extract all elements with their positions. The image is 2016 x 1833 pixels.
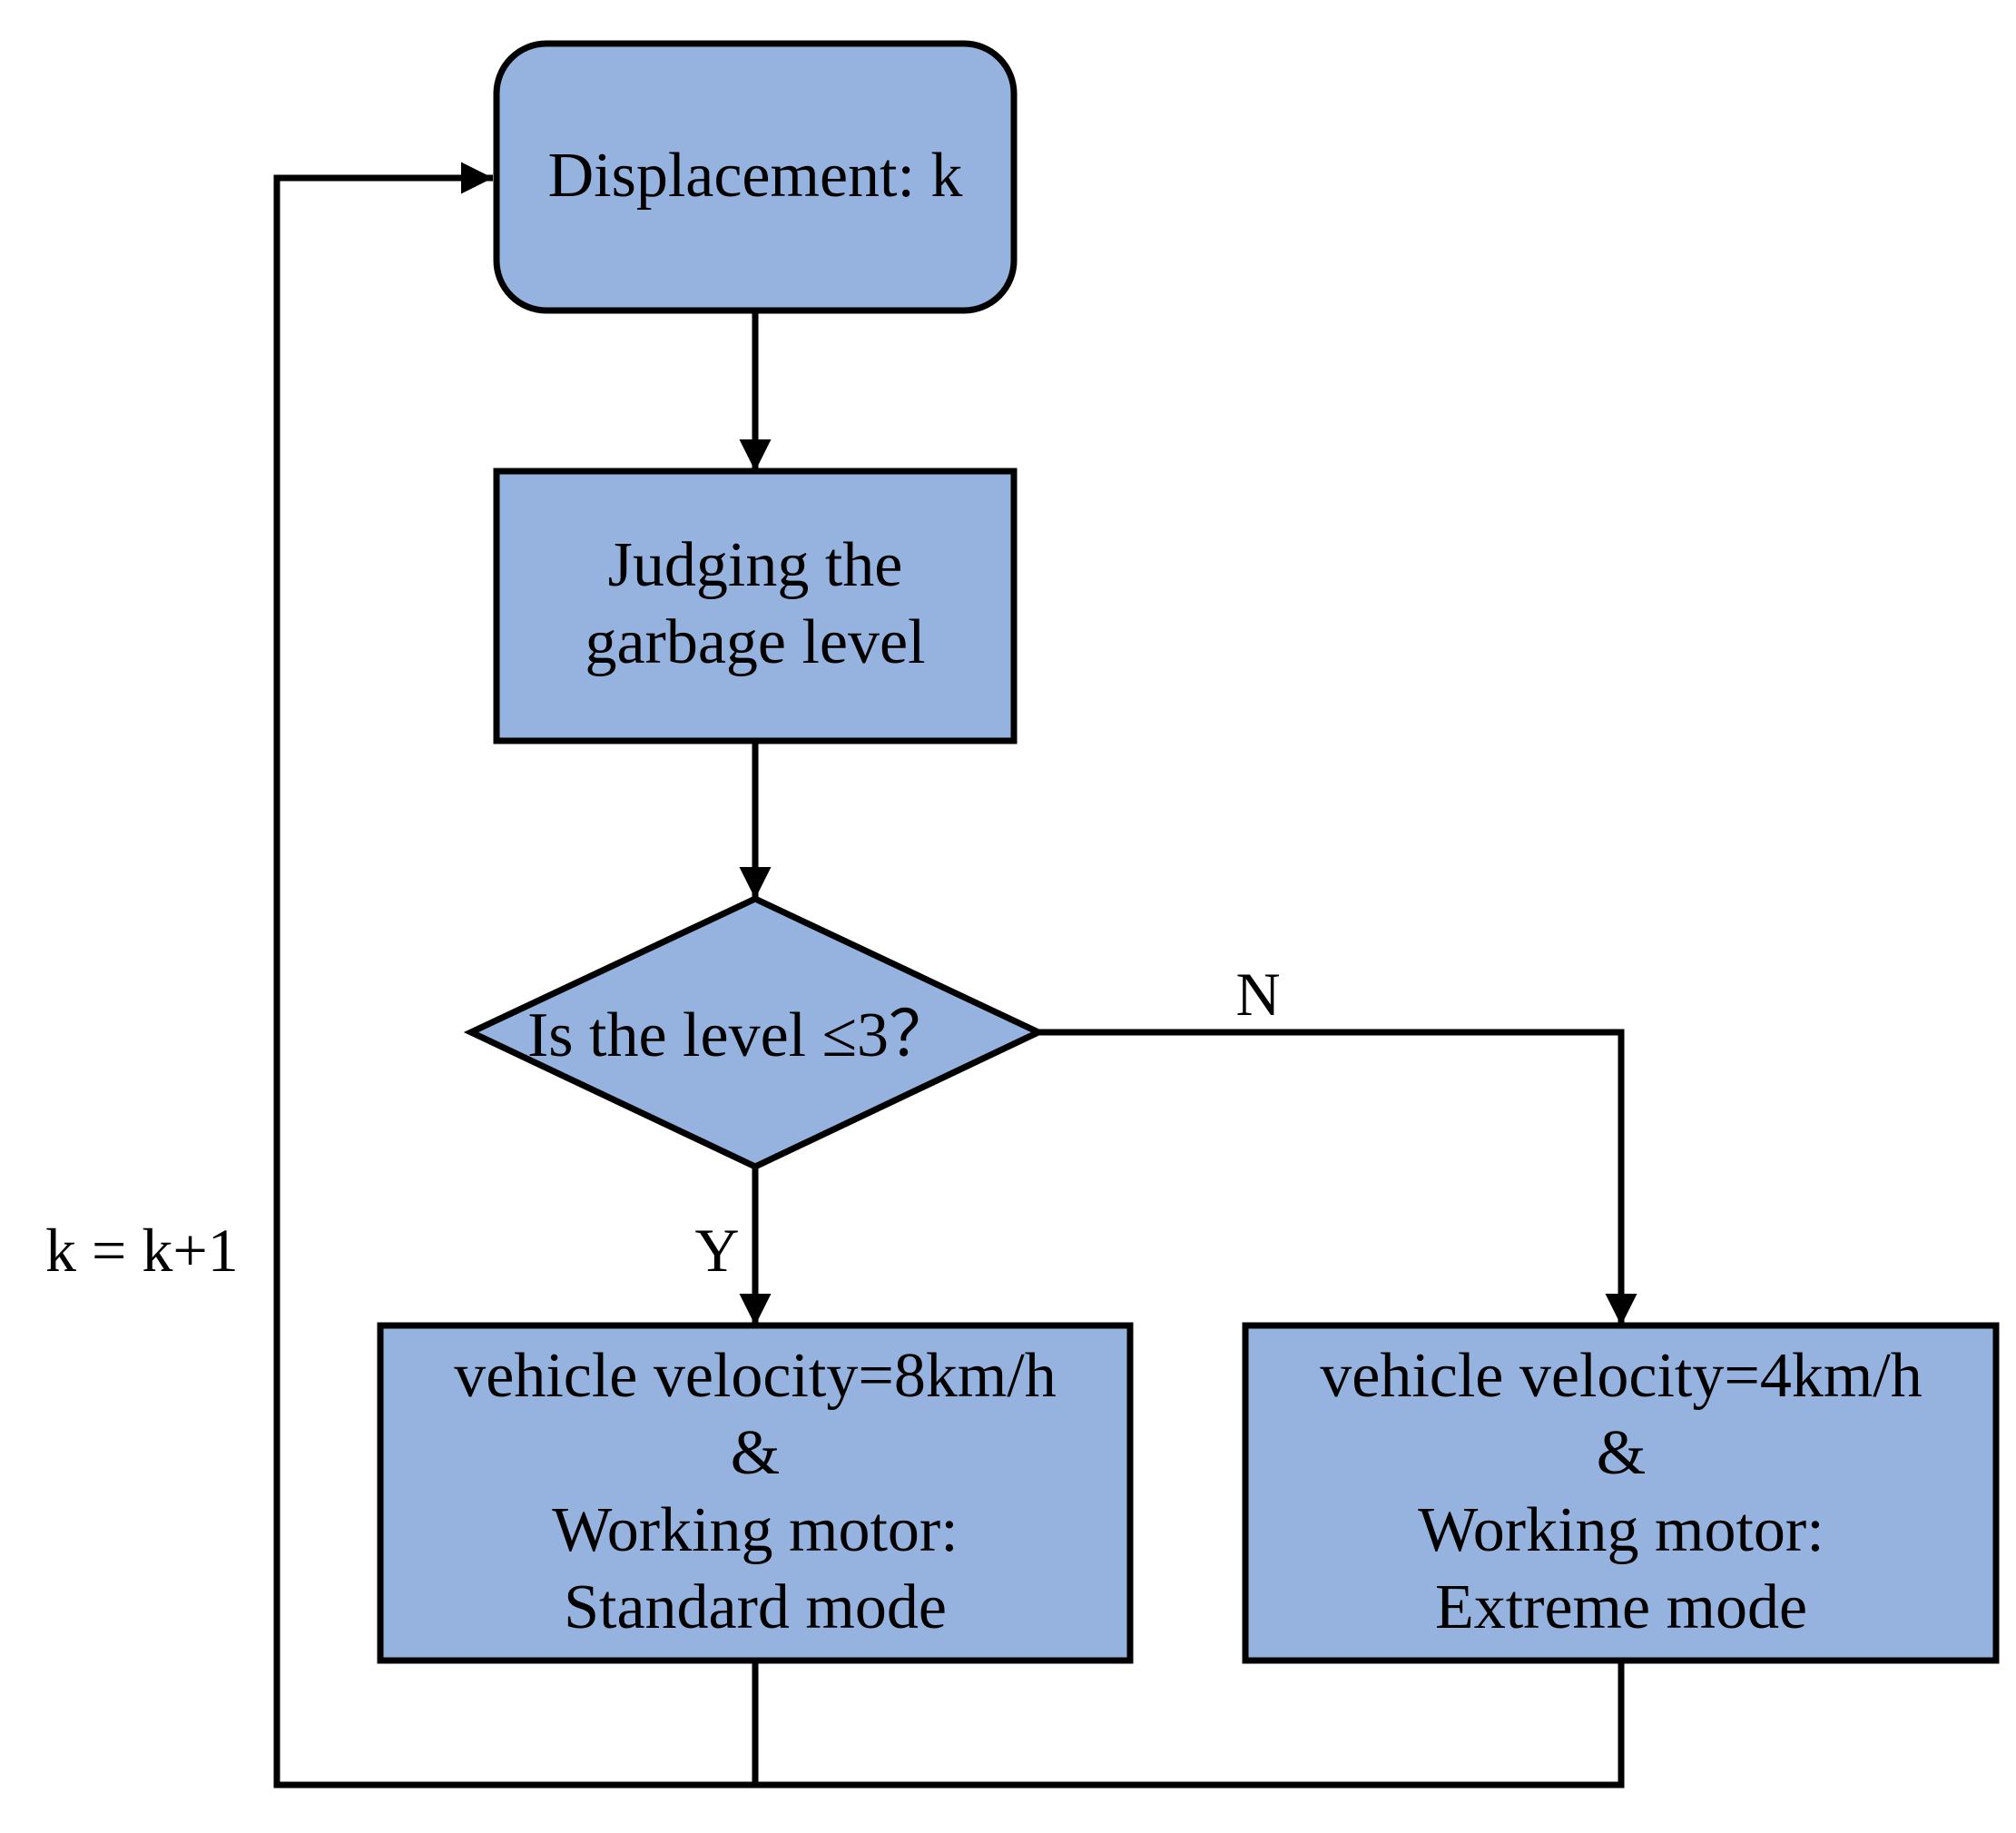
standard-mode-label-line4: Standard mode — [564, 1572, 947, 1642]
decision-node: Is the level ≤3？ — [463, 895, 1047, 1170]
arrow-decision-no — [1038, 1029, 1637, 1325]
standard-mode-node: vehicle velocity=8km/h & Working motor: … — [377, 1322, 1134, 1664]
judge-node-label-line2: garbage level — [585, 607, 925, 677]
judge-node-label-line1: Judging the — [608, 530, 903, 600]
loop-return-line — [273, 162, 1625, 1789]
decision-node-label: Is the level ≤3？ — [527, 1000, 952, 1070]
standard-mode-label-line1: vehicle velocity=8km/h — [454, 1341, 1056, 1411]
extreme-mode-label-line4: Extreme mode — [1435, 1572, 1807, 1642]
judge-node: Judging the garbage level — [493, 468, 1018, 744]
loop-edge-label: k = k+1 — [45, 1216, 239, 1285]
no-edge-label: N — [1235, 960, 1280, 1029]
start-node: Displacement: k — [493, 40, 1018, 314]
extreme-mode-label-line1: vehicle velocity=4km/h — [1320, 1341, 1922, 1411]
extreme-mode-node-shape — [1242, 1322, 2000, 1664]
yes-edge-label: Y — [694, 1216, 739, 1285]
extreme-mode-node: vehicle velocity=4km/h & Working motor: … — [1242, 1322, 2000, 1664]
judge-node-shape — [493, 468, 1018, 744]
standard-mode-node-shape — [377, 1322, 1134, 1664]
start-node-label: Displacement: k — [548, 141, 963, 211]
extreme-mode-label-line2: & — [1597, 1418, 1646, 1488]
standard-mode-label-line2: & — [731, 1418, 780, 1488]
start-node-shape — [493, 40, 1018, 314]
extreme-mode-label-line3: Working motor: — [1418, 1495, 1824, 1565]
decision-node-shape — [463, 895, 1047, 1170]
standard-mode-label-line3: Working motor: — [552, 1495, 958, 1565]
